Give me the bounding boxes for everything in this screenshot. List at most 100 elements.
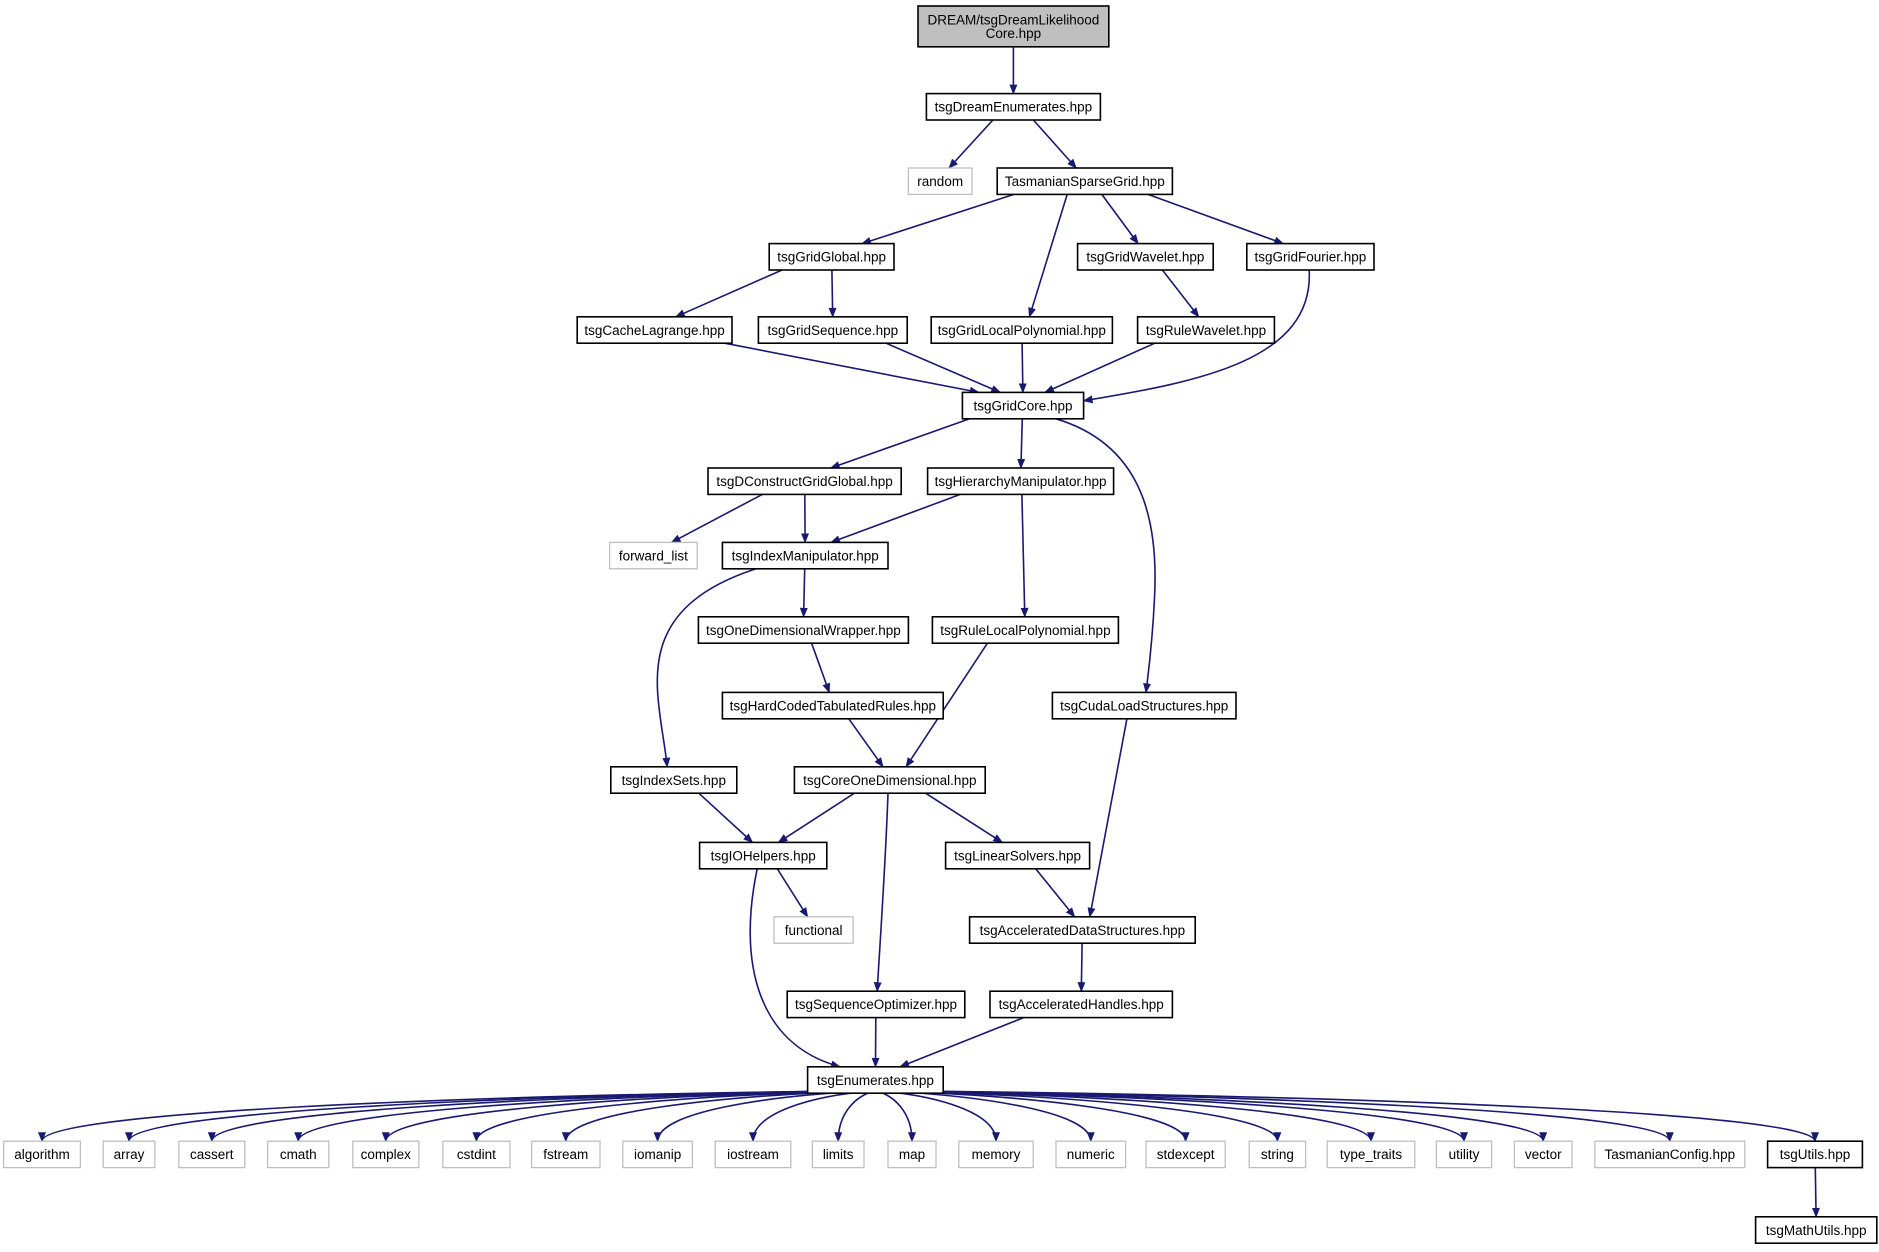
node-gridCore[interactable]: tsgGridCore.hpp [962, 392, 1083, 418]
node-gridFourier[interactable]: tsgGridFourier.hpp [1247, 244, 1374, 270]
node-iostream: iostream [715, 1141, 791, 1167]
node-enumerates[interactable]: tsgEnumerates.hpp [808, 1067, 944, 1093]
edge-hardCoded-to-coreOneDim [849, 719, 883, 767]
node-seqOptimizer[interactable]: tsgSequenceOptimizer.hpp [787, 991, 965, 1017]
node-tsgrid[interactable]: TasmanianSparseGrid.hpp [997, 168, 1172, 194]
edge-indexManip-to-oneDimWrap [804, 569, 805, 617]
node-label: tsgCudaLoadStructures.hpp [1060, 698, 1228, 713]
edge-gridGlobal-to-gridSequence [832, 270, 833, 317]
node-fstream: fstream [532, 1141, 600, 1167]
node-array: array [103, 1141, 155, 1167]
node-limits: limits [812, 1141, 864, 1167]
node-gridGlobal[interactable]: tsgGridGlobal.hpp [769, 244, 894, 270]
edge-coreOneDim-to-ioHelpers [778, 793, 854, 842]
node-accelHandles[interactable]: tsgAcceleratedHandles.hpp [990, 991, 1172, 1017]
node-mathUtils[interactable]: tsgMathUtils.hpp [1756, 1217, 1877, 1243]
node-linearSolvers[interactable]: tsgLinearSolvers.hpp [946, 842, 1090, 868]
node-oneDimWrap[interactable]: tsgOneDimensionalWrapper.hpp [698, 617, 908, 643]
edge-coreOneDim-to-seqOptimizer [877, 793, 888, 991]
edge-indexManip-to-indexSets [657, 569, 756, 767]
node-cstdint: cstdint [443, 1141, 510, 1167]
edge-coreOneDim-to-linearSolvers [926, 793, 1003, 842]
node-typeTraits: type_traits [1327, 1141, 1415, 1167]
node-label: tsgIOHelpers.hpp [711, 848, 816, 863]
node-label: tsgCacheLagrange.hpp [584, 323, 724, 338]
node-label: iomanip [634, 1147, 681, 1162]
node-gridSequence[interactable]: tsgGridSequence.hpp [758, 317, 907, 343]
node-label: tsgHardCodedTabulatedRules.hpp [730, 698, 936, 713]
edge-gridCore-to-cudaLoad [1056, 419, 1155, 693]
edge-accelHandles-to-enumerates [900, 1018, 1024, 1067]
node-utility: utility [1436, 1141, 1491, 1167]
edge-dconstruct-to-forwardList [672, 494, 763, 542]
node-cudaLoad[interactable]: tsgCudaLoadStructures.hpp [1052, 692, 1236, 718]
edge-gridWavelet-to-ruleWavelet [1162, 270, 1198, 317]
node-cacheLagrange[interactable]: tsgCacheLagrange.hpp [577, 317, 732, 343]
edge-ioHelpers-to-enumerates [750, 869, 840, 1067]
node-label: tsgIndexManipulator.hpp [732, 548, 879, 563]
node-functional: functional [774, 917, 853, 943]
node-ruleWavelet[interactable]: tsgRuleWavelet.hpp [1138, 317, 1275, 343]
node-label: type_traits [1340, 1147, 1403, 1162]
node-dreamEnum[interactable]: tsgDreamEnumerates.hpp [926, 94, 1100, 120]
node-label: tsgGridSequence.hpp [768, 323, 899, 338]
node-label: tsgGridFourier.hpp [1254, 250, 1366, 265]
node-label: random [917, 174, 963, 189]
edge-cacheLagrange-to-gridCore [725, 343, 979, 392]
node-label: cstdint [457, 1147, 496, 1162]
node-tasConfig: TasmanianConfig.hpp [1595, 1141, 1745, 1167]
node-label: forward_list [619, 548, 688, 563]
edge-hierarchy-to-indexManip [831, 494, 960, 542]
edge-gridCore-to-hierarchy [1021, 419, 1022, 468]
edge-tsgrid-to-gridLocalPoly [1029, 194, 1067, 316]
node-label: tsgUtils.hpp [1780, 1147, 1851, 1162]
node-label: tsgLinearSolvers.hpp [954, 848, 1081, 863]
node-label: tsgMathUtils.hpp [1766, 1223, 1867, 1238]
node-random: random [908, 168, 972, 194]
node-label: tsgHierarchyManipulator.hpp [935, 474, 1107, 489]
node-label: algorithm [14, 1147, 70, 1162]
node-complex: complex [353, 1141, 419, 1167]
node-gridLocalPoly[interactable]: tsgGridLocalPolynomial.hpp [931, 317, 1112, 343]
edge-gridGlobal-to-cacheLagrange [676, 270, 782, 317]
node-forwardList: forward_list [610, 542, 698, 568]
node-ruleLocalPoly[interactable]: tsgRuleLocalPolynomial.hpp [932, 617, 1118, 643]
node-indexSets[interactable]: tsgIndexSets.hpp [611, 767, 737, 793]
node-algorithm: algorithm [4, 1141, 81, 1167]
node-hierarchy[interactable]: tsgHierarchyManipulator.hpp [928, 468, 1114, 494]
node-coreOneDim[interactable]: tsgCoreOneDimensional.hpp [794, 767, 985, 793]
edge-enumerates-to-utils [894, 1091, 1815, 1141]
edge-hierarchy-to-ruleLocalPoly [1022, 494, 1025, 616]
node-indexManip[interactable]: tsgIndexManipulator.hpp [722, 542, 888, 568]
node-string: string [1249, 1141, 1305, 1167]
node-ioHelpers[interactable]: tsgIOHelpers.hpp [700, 842, 827, 868]
edge-gridCore-to-dconstruct [831, 419, 970, 468]
node-hardCoded[interactable]: tsgHardCodedTabulatedRules.hpp [722, 692, 943, 718]
edge-linearSolvers-to-accelData [1036, 869, 1075, 917]
edge-dreamEnum-to-tsgrid [1033, 120, 1076, 168]
node-label: tsgOneDimensionalWrapper.hpp [706, 623, 901, 638]
edge-indexSets-to-ioHelpers [699, 793, 753, 842]
node-label: tsgDConstructGridGlobal.hpp [716, 474, 892, 489]
node-label: string [1261, 1147, 1294, 1162]
node-label: iostream [727, 1147, 779, 1162]
node-accelData[interactable]: tsgAcceleratedDataStructures.hpp [970, 917, 1196, 943]
node-label: tsgGridGlobal.hpp [777, 250, 886, 265]
node-label: cmath [280, 1147, 317, 1162]
edge-cudaLoad-to-accelData [1090, 719, 1127, 917]
node-label: stdexcept [1157, 1147, 1215, 1162]
node-label: tsgAcceleratedDataStructures.hpp [980, 923, 1186, 938]
node-label: tsgDreamEnumerates.hpp [935, 100, 1093, 115]
node-label: tsgEnumerates.hpp [817, 1073, 934, 1088]
node-label: tsgRuleWavelet.hpp [1146, 323, 1266, 338]
node-stdexcept: stdexcept [1146, 1141, 1225, 1167]
node-utils[interactable]: tsgUtils.hpp [1768, 1141, 1863, 1167]
node-label: fstream [543, 1147, 588, 1162]
node-gridWavelet[interactable]: tsgGridWavelet.hpp [1078, 244, 1214, 270]
node-map: map [888, 1141, 936, 1167]
node-label: tsgGridCore.hpp [973, 398, 1072, 413]
node-dconstruct[interactable]: tsgDConstructGridGlobal.hpp [708, 468, 901, 494]
